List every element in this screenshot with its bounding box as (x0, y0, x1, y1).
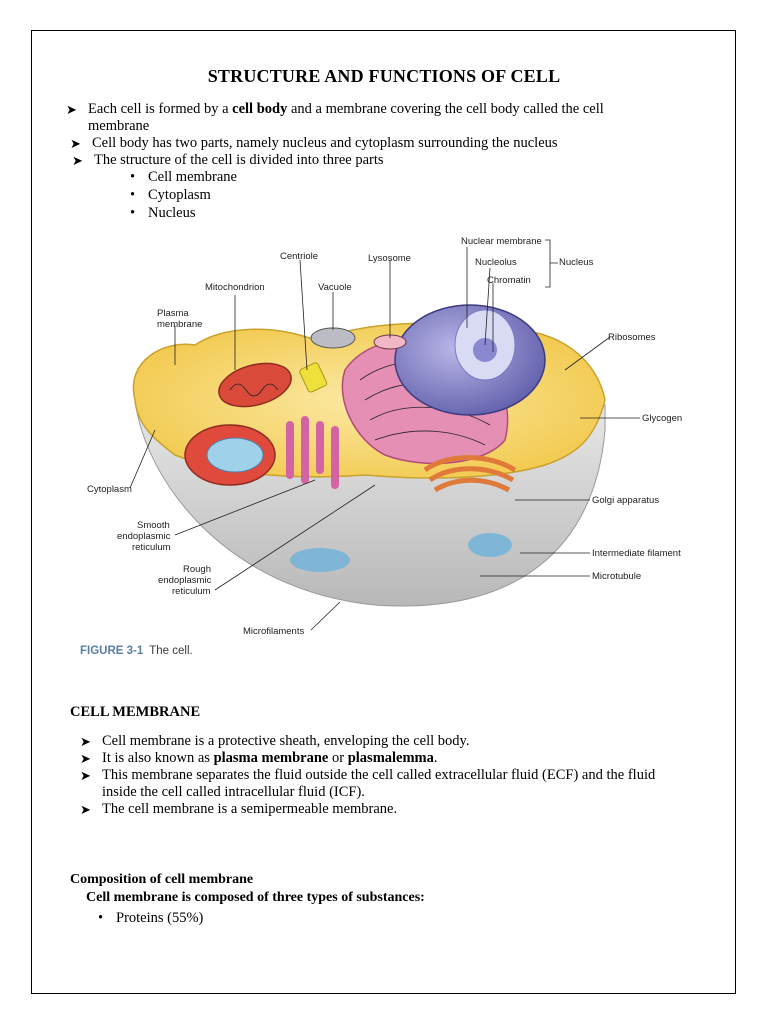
label-glycogen: Glycogen (642, 413, 682, 424)
label-microtubule: Microtubule (592, 571, 641, 582)
composition-list: Proteins (55%) (98, 909, 203, 927)
label-rough-er-2: endoplasmic (158, 575, 212, 586)
arrow-bullet-icon: ➤ (66, 102, 77, 117)
label-mitochondrion: Mitochondrion (205, 282, 265, 293)
list-item: Proteins (55%) (98, 909, 203, 927)
label-microfilaments: Microfilaments (243, 626, 304, 637)
label-chromatin: Chromatin (487, 275, 531, 286)
label-nucleus: Nucleus (559, 257, 594, 268)
label-rough-er-1: Rough (183, 564, 211, 575)
arrow-bullet-icon: ➤ (80, 751, 91, 766)
label-centriole: Centriole (280, 251, 318, 262)
label-nucleolus: Nucleolus (475, 257, 517, 268)
arrow-bullet-icon: ➤ (80, 734, 91, 749)
intro-list-3: ➤ The structure of the cell is divided i… (72, 152, 674, 169)
centriole-shape (299, 362, 328, 393)
mitochondrion-shape (218, 362, 292, 408)
cell-diagram: Centriole Lysosome Nuclear membrane Nucl… (87, 236, 682, 637)
label-intermediate-filament: Intermediate filament (592, 548, 681, 559)
arrow-bullet-icon: ➤ (70, 136, 81, 151)
golgi-shape (423, 455, 517, 493)
section-heading-cell-membrane: CELL MEMBRANE (70, 704, 201, 720)
arrow-bullet-icon: ➤ (72, 153, 83, 168)
page-title: STRUCTURE AND FUNCTIONS OF CELL (207, 66, 561, 86)
label-nuclear-membrane: Nuclear membrane (461, 236, 542, 247)
page-border (31, 30, 736, 994)
list-item: ➤ This membrane separates the fluid outs… (80, 767, 656, 800)
intro-item: ➤ The structure of the cell is divided i… (72, 152, 384, 168)
composition-subheading: Cell membrane is composed of three types… (86, 890, 425, 905)
vacuole-shape (310, 327, 356, 349)
list-item: ➤ It is also known as plasma membrane or… (80, 750, 438, 766)
label-golgi: Golgi apparatus (592, 495, 659, 506)
label-smooth-er-1: Smooth (137, 520, 170, 531)
intro-item: ➤ Cell body has two parts, namely nucleu… (70, 135, 558, 151)
cell-membrane-list: ➤ Cell membrane is a protective sheath, … (80, 733, 702, 818)
leader-lines (129, 239, 640, 631)
list-item: Nucleus (130, 204, 237, 222)
intro-list-2: ➤ Cell body has two parts, namely nucleu… (70, 135, 672, 152)
list-item: Cytoplasm (130, 186, 237, 204)
section-heading-composition: Composition of cell membrane (70, 872, 254, 887)
label-smooth-er-2: endoplasmic (117, 531, 171, 542)
label-vacuole: Vacuole (318, 282, 352, 293)
label-plasma-membrane-2: membrane (157, 319, 202, 330)
label-lysosome: Lysosome (368, 253, 411, 264)
intro-list: ➤ Each cell is formed by a cell body and… (66, 101, 668, 135)
cell-parts-list: Cell membrane Cytoplasm Nucleus (130, 168, 237, 222)
label-cytoplasm: Cytoplasm (87, 484, 132, 495)
smooth-er-shape (286, 416, 339, 489)
list-item: Cell membrane (130, 168, 237, 186)
label-plasma-membrane-1: Plasma (157, 308, 189, 319)
label-ribosomes: Ribosomes (608, 332, 656, 343)
arrow-bullet-icon: ➤ (80, 768, 91, 783)
list-item: ➤ The cell membrane is a semipermeable m… (80, 801, 398, 817)
label-smooth-er-3: reticulum (132, 542, 171, 553)
intro-item: ➤ Each cell is formed by a cell body and… (66, 101, 604, 134)
arrow-bullet-icon: ➤ (80, 802, 91, 817)
list-item: ➤ Cell membrane is a protective sheath, … (80, 733, 470, 749)
label-rough-er-3: reticulum (172, 586, 211, 597)
